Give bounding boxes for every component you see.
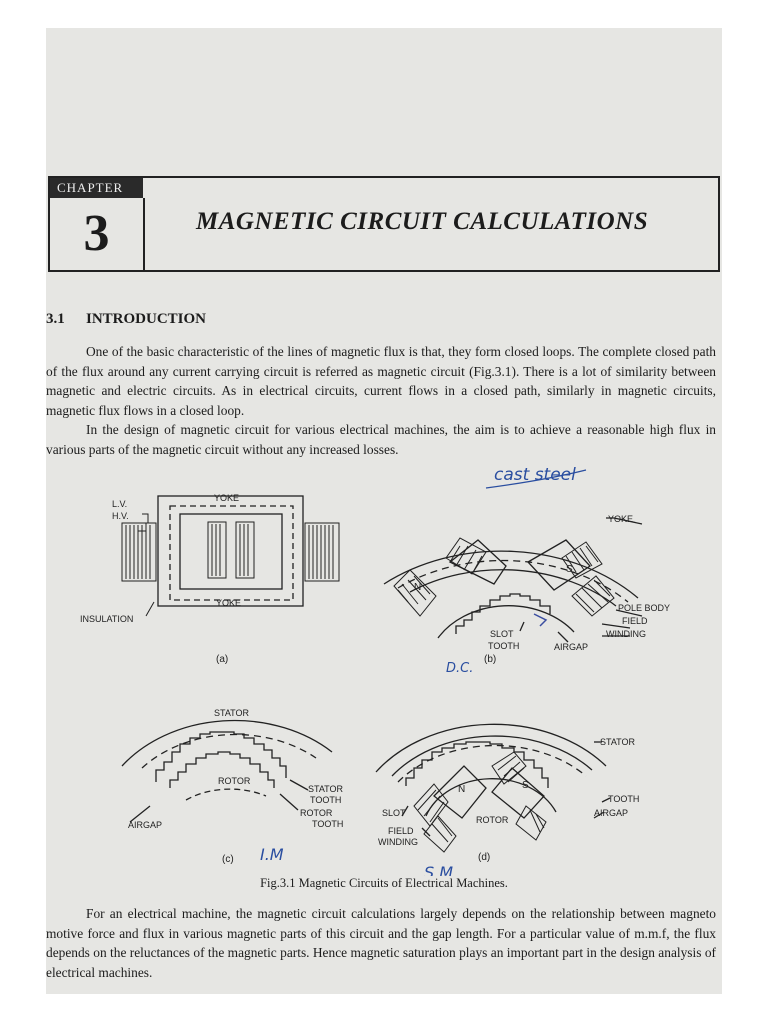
chapter-title: MAGNETIC CIRCUIT CALCULATIONS (196, 208, 649, 235)
label-d-airgap: AIRGAP (594, 808, 628, 818)
label-b-tooth: TOOTH (488, 641, 519, 651)
chapter-number: 3 (50, 198, 145, 270)
diagram-c-induction-machine: STATOR ROTOR STATOR TOOTH ROTOR TOOTH AI… (121, 708, 344, 865)
diagram-a-transformer: YOKE YOKE L.V. H.V. INSULATION (a) (80, 493, 340, 665)
label-b-pole-body: POLE BODY (618, 603, 670, 613)
label-b-n: N (414, 582, 421, 593)
handwriting-dc: D.C. (446, 661, 473, 676)
label-b-field: FIELD (622, 616, 648, 626)
label-a-yoke-top: YOKE (214, 493, 239, 503)
section-title: INTRODUCTION (86, 311, 207, 327)
body-paragraph-3: For an electrical machine, the magnetic … (46, 906, 716, 980)
label-b-tag: (b) (484, 654, 496, 665)
label-d-n: N (458, 784, 465, 795)
label-d-rotor: ROTOR (476, 815, 509, 825)
chapter-header: CHAPTER 3 MAGNETIC CIRCUIT CALCULATIONS (48, 176, 720, 272)
label-b-winding: WINDING (606, 629, 646, 639)
label-c-airgap: AIRGAP (128, 820, 162, 830)
label-c-stator: STATOR (214, 708, 250, 718)
label-d-winding: WINDING (378, 837, 418, 847)
label-c-tag: (c) (222, 854, 234, 865)
diagram-d-synchronous-machine: STATOR TOOTH AIRGAP ROTOR SLOT FIELD WIN… (375, 723, 639, 863)
label-b-slot: SLOT (490, 629, 514, 639)
intro-paragraph-1: One of the basic characteristic of the l… (46, 344, 716, 418)
section-heading: 3.1 INTRODUCTION (46, 311, 206, 328)
label-a-tag: (a) (216, 654, 228, 665)
handwriting-cast-steel: cast steel (494, 466, 576, 485)
label-d-tooth: TOOTH (608, 794, 639, 804)
label-d-slot: SLOT (382, 808, 406, 818)
intro-paragraph-2: In the design of magnetic circuit for va… (46, 422, 716, 457)
label-c-rotor: ROTOR (218, 776, 251, 786)
label-c-rotor-tooth-1: ROTOR (300, 808, 333, 818)
label-d-field: FIELD (388, 826, 414, 836)
label-a-hv: H.V. (112, 511, 129, 521)
figure-caption: Fig.3.1 Magnetic Circuits of Electrical … (260, 876, 508, 890)
label-b-airgap: AIRGAP (554, 642, 588, 652)
figure-magnetic-circuits: YOKE YOKE L.V. H.V. INSULATION (a) (80, 466, 670, 876)
chapter-label: CHAPTER (50, 178, 143, 198)
label-d-s: S (522, 780, 529, 791)
label-a-lv: L.V. (112, 499, 127, 509)
label-b-s: S (566, 564, 573, 575)
handwriting-sm: S.M. (424, 863, 458, 876)
label-c-stator-tooth-2: TOOTH (310, 795, 341, 805)
label-a-insulation: INSULATION (80, 614, 133, 624)
label-c-rotor-tooth-2: TOOTH (312, 819, 343, 829)
label-d-stator: STATOR (600, 737, 636, 747)
label-b-yoke: YOKE (608, 514, 633, 524)
section-number: 3.1 (46, 311, 65, 327)
diagram-b-dc-machine: N S YOKE POLE BODY FIELD WINDING SLOT TO… (383, 514, 670, 665)
label-c-stator-tooth-1: STATOR (308, 784, 344, 794)
handwriting-im: I.M (260, 845, 284, 864)
document-page: CHAPTER 3 MAGNETIC CIRCUIT CALCULATIONS … (46, 28, 722, 994)
label-d-tag: (d) (478, 852, 490, 863)
label-a-yoke-bottom: YOKE (216, 598, 241, 608)
